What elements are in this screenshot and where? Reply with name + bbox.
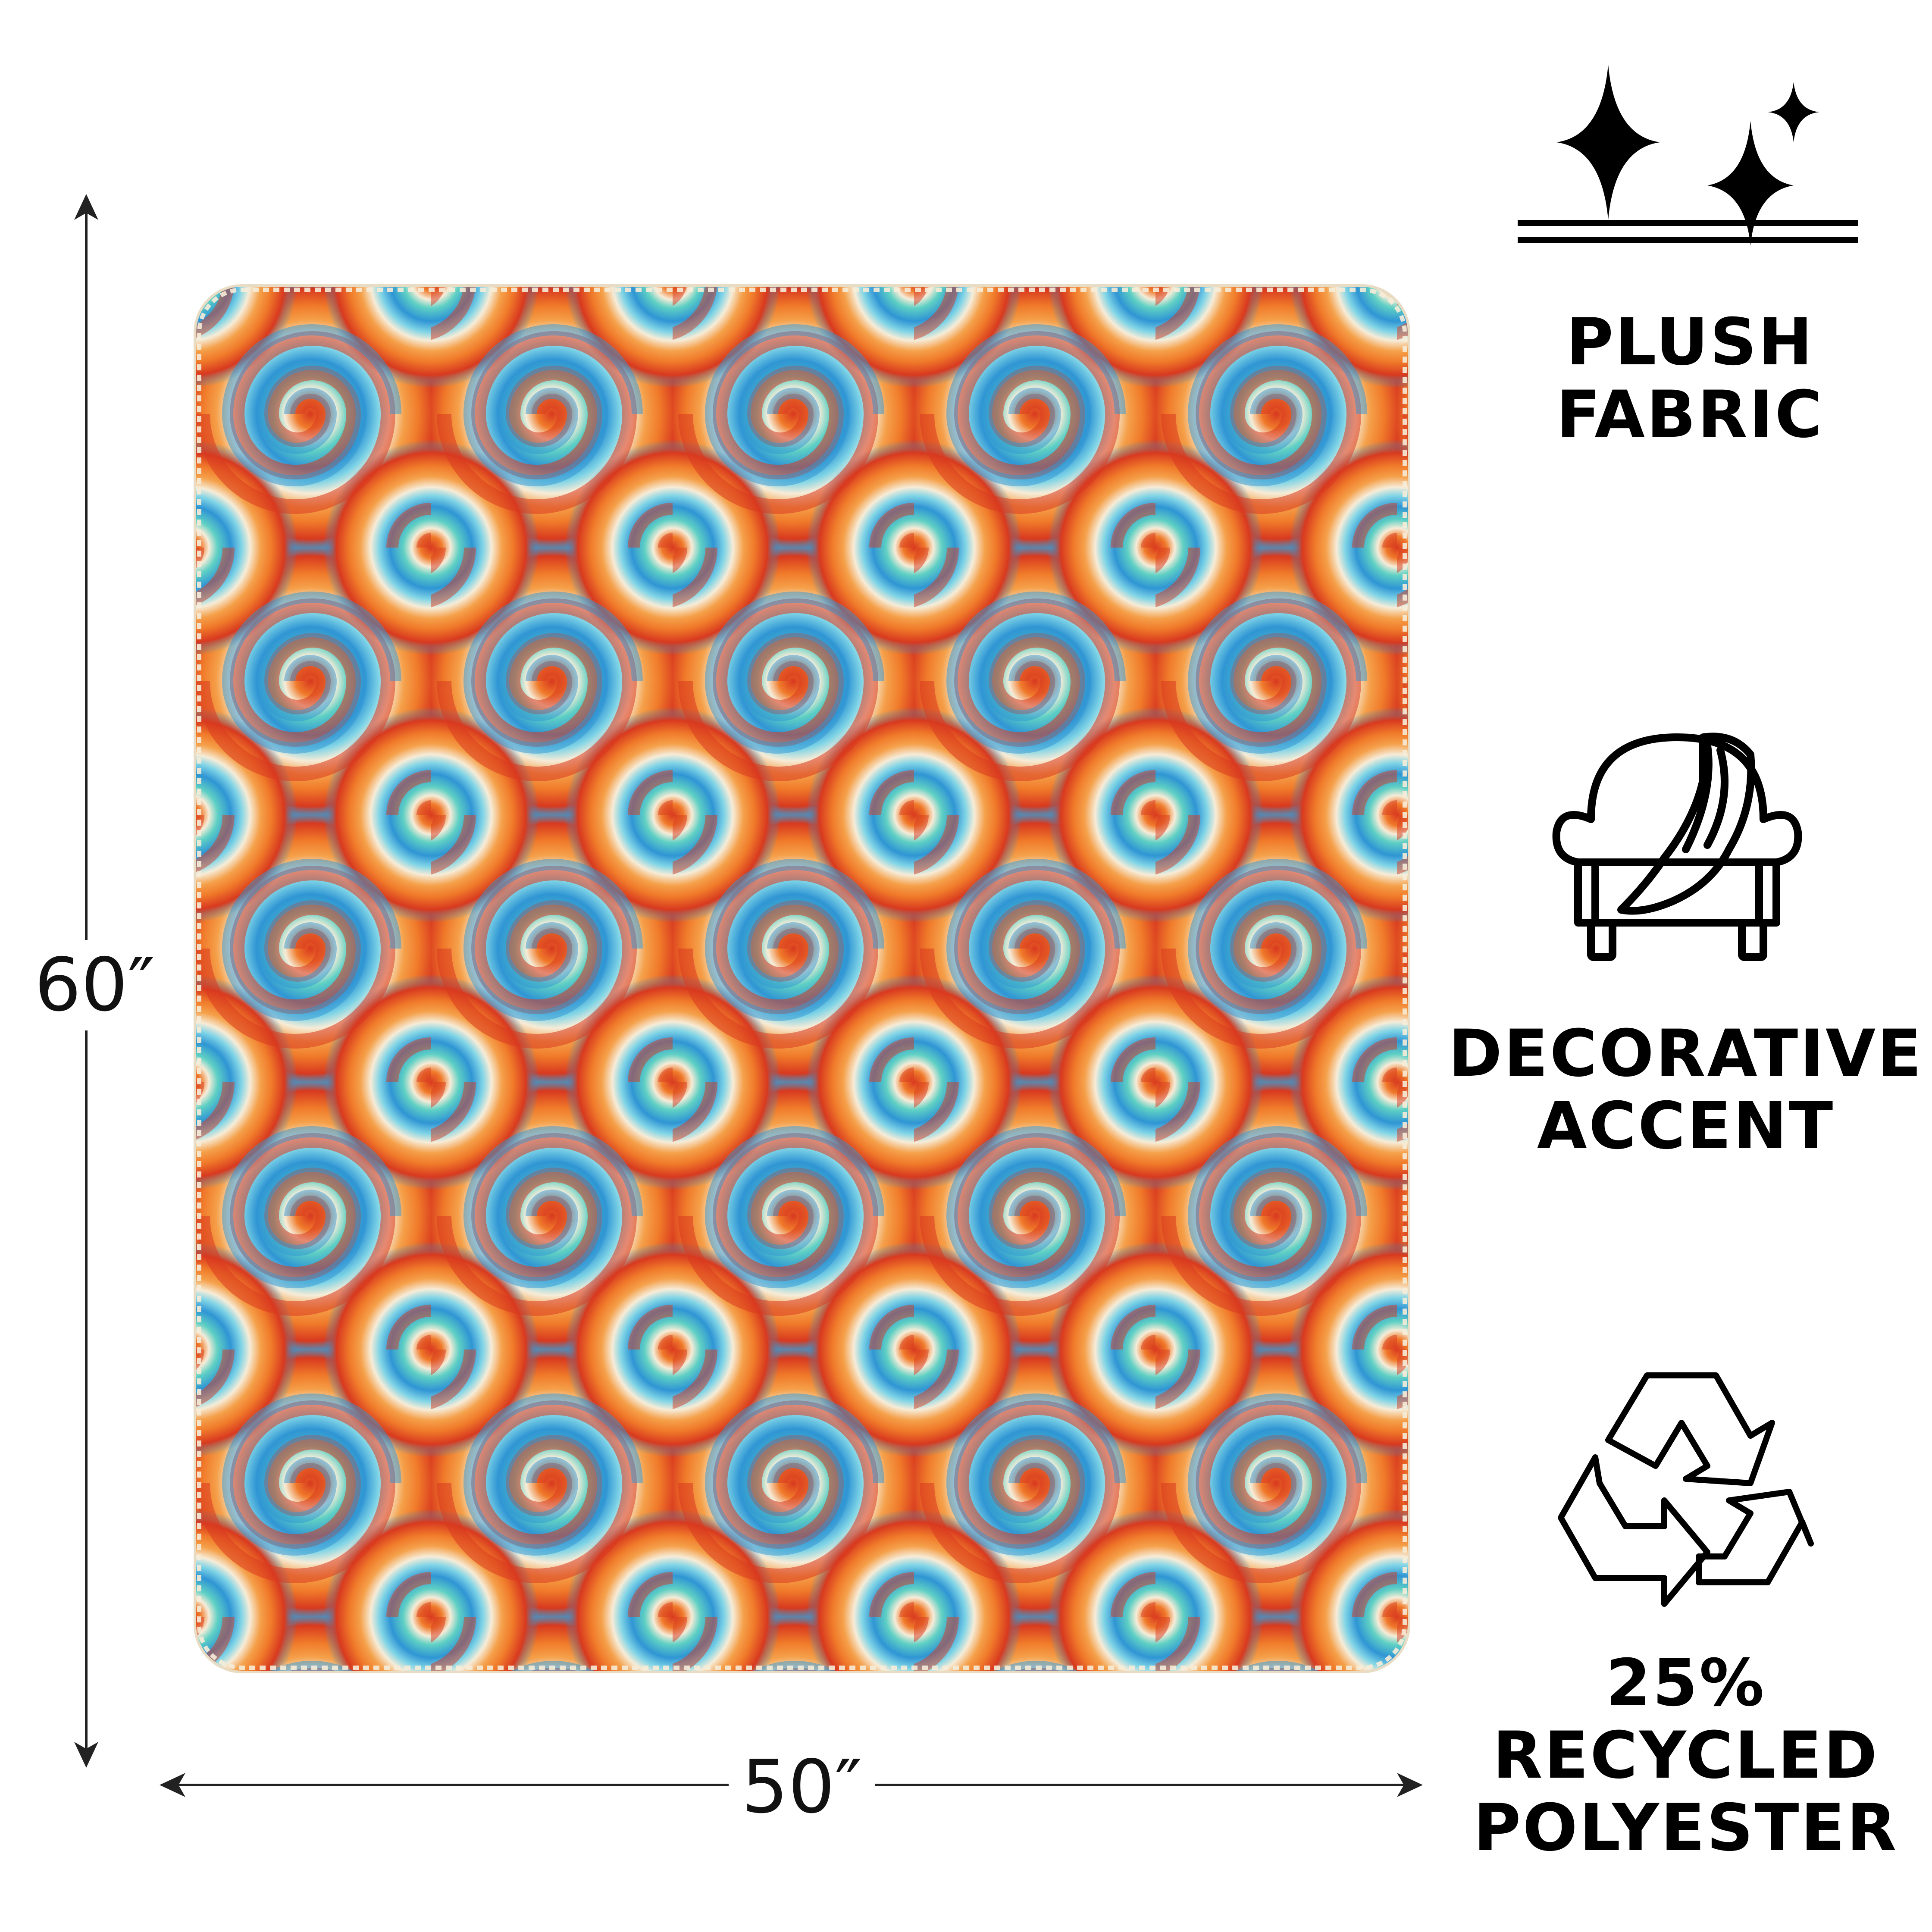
feature-line: FABRIC — [1556, 377, 1824, 452]
width-label: 50″ — [729, 1750, 875, 1824]
height-label: 60″ — [34, 940, 155, 1030]
feature-plush-fabric-label: PLUSH FABRIC — [1466, 306, 1914, 451]
feature-line: 25% — [1606, 1646, 1766, 1721]
feature-line: POLYESTER — [1473, 1791, 1898, 1866]
feature-line: PLUSH — [1566, 305, 1814, 380]
feature-recycled-polyester-label: 25% RECYCLED POLYESTER — [1466, 1647, 1906, 1864]
feature-line: ACCENT — [1537, 1089, 1835, 1164]
tie-dye-blanket — [194, 284, 1410, 1673]
feature-line: RECYCLED — [1493, 1718, 1879, 1793]
armchair-blanket-icon — [1552, 733, 1802, 961]
recycle-icon — [1558, 1372, 1814, 1607]
feature-line: DECORATIVE — [1448, 1016, 1923, 1091]
sparkle-icon — [1518, 65, 1858, 246]
feature-decorative-accent-label: DECORATIVE ACCENT — [1440, 1018, 1932, 1162]
